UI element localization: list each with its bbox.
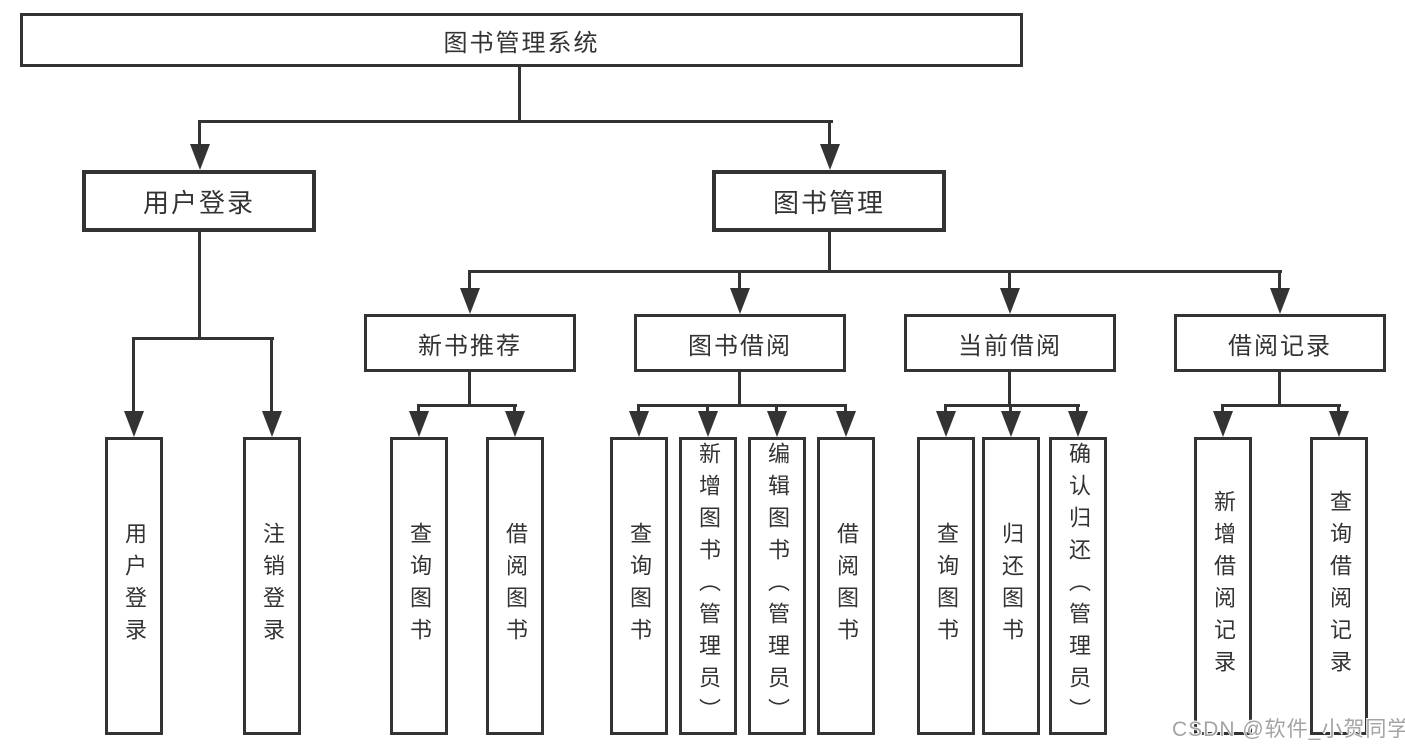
- connector-drop-user-login: [198, 123, 201, 148]
- node-book-management: 图书管理: [712, 170, 946, 232]
- connector-drop: [1076, 407, 1079, 414]
- connector-drop: [775, 407, 778, 414]
- connector-drop: [637, 407, 640, 414]
- connector-drop: [844, 407, 847, 414]
- connector-drop-book-mgmt: [828, 123, 831, 148]
- leaf-query-borrow-record: 查询借阅记录: [1310, 437, 1368, 735]
- connector-cb-stem: [1008, 372, 1011, 407]
- leaf-add-borrow-record: 新增借阅记录: [1194, 437, 1252, 735]
- arrowhead-down-icon: [262, 411, 282, 437]
- connector-drop-logout-leaf: [270, 340, 273, 413]
- leaf-current-query-book: 查询图书: [917, 437, 975, 735]
- connector-userlogin-bar: [132, 337, 274, 340]
- node-borrow-records: 借阅记录: [1174, 314, 1386, 372]
- connector-drop: [944, 407, 947, 414]
- arrowhead-down-icon: [767, 411, 787, 437]
- connector-nbr-bar: [417, 404, 517, 407]
- arrowhead-down-icon: [505, 411, 525, 437]
- arrowhead-down-icon: [190, 144, 210, 170]
- arrowhead-down-icon: [1068, 411, 1088, 437]
- connector-drop: [1337, 407, 1340, 414]
- connector-br-stem: [1278, 372, 1281, 407]
- leaf-logout: 注销登录: [243, 437, 301, 735]
- arrowhead-down-icon: [1213, 411, 1233, 437]
- arrowhead-down-icon: [409, 411, 429, 437]
- connector-drop-current-borrow: [1008, 273, 1011, 291]
- leaf-borrow-book: 借阅图书: [817, 437, 875, 735]
- leaf-edit-book-admin: 编辑图书（管理员）: [748, 437, 806, 735]
- connector-bookmgmt-stem: [828, 232, 831, 273]
- connector-drop-new-book: [468, 273, 471, 291]
- connector-bb-bar: [637, 404, 847, 407]
- connector-drop: [1009, 407, 1012, 414]
- arrowhead-down-icon: [820, 144, 840, 170]
- arrowhead-down-icon: [1000, 288, 1020, 314]
- node-current-borrow: 当前借阅: [904, 314, 1116, 372]
- arrowhead-down-icon: [1001, 411, 1021, 437]
- connector-root-stem: [518, 65, 521, 121]
- leaf-recommend-borrow-book: 借阅图书: [486, 437, 544, 735]
- leaf-user-login: 用户登录: [105, 437, 163, 735]
- connector-bb-stem: [738, 372, 741, 407]
- connector-cb-bar: [944, 404, 1080, 407]
- leaf-return-book: 归还图书: [982, 437, 1040, 735]
- node-book-borrow: 图书借阅: [634, 314, 846, 372]
- connector-userlogin-stem: [198, 232, 201, 340]
- leaf-recommend-query-book: 查询图书: [390, 437, 448, 735]
- arrowhead-down-icon: [836, 411, 856, 437]
- arrowhead-down-icon: [936, 411, 956, 437]
- connector-bookmgmt-bar: [468, 270, 1282, 273]
- connector-nbr-stem: [468, 372, 471, 407]
- node-root: 图书管理系统: [20, 13, 1023, 67]
- arrowhead-down-icon: [629, 411, 649, 437]
- arrowhead-down-icon: [1329, 411, 1349, 437]
- connector-drop: [1221, 407, 1224, 414]
- connector-br-bar: [1221, 404, 1341, 407]
- leaf-add-book-admin: 新增图书（管理员）: [679, 437, 737, 735]
- connector-drop-borrow-records: [1278, 273, 1281, 291]
- connector-drop-login-leaf: [132, 340, 135, 413]
- connector-drop-book-borrow: [738, 273, 741, 291]
- leaf-confirm-return-admin: 确认归还（管理员）: [1049, 437, 1107, 735]
- connector-drop: [513, 407, 516, 414]
- connector-root-bar: [198, 120, 833, 123]
- leaf-borrow-query-book: 查询图书: [610, 437, 668, 735]
- arrowhead-down-icon: [730, 288, 750, 314]
- arrowhead-down-icon: [1270, 288, 1290, 314]
- node-user-login: 用户登录: [82, 170, 316, 232]
- connector-drop: [706, 407, 709, 414]
- arrowhead-down-icon: [460, 288, 480, 314]
- arrowhead-down-icon: [698, 411, 718, 437]
- arrowhead-down-icon: [124, 411, 144, 437]
- connector-drop: [417, 407, 420, 414]
- node-new-book-recommend: 新书推荐: [364, 314, 576, 372]
- watermark: CSDN @软件_小贺同学: [1172, 718, 1405, 741]
